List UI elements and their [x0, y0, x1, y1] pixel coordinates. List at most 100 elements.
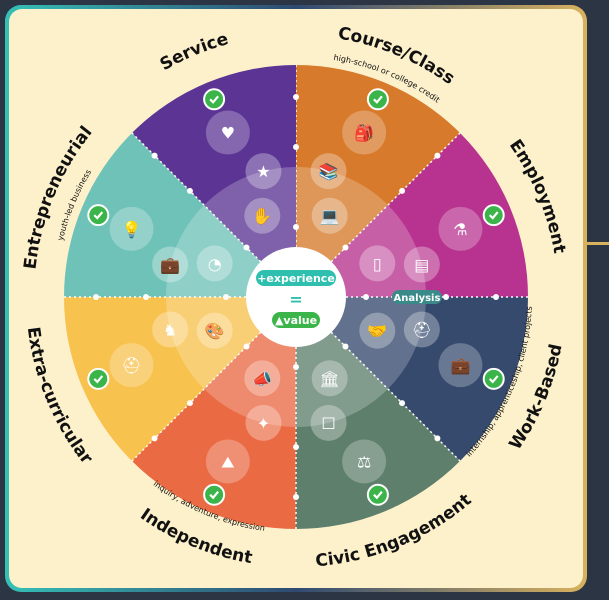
icon-circle: [244, 197, 281, 234]
icon-circle: [311, 197, 348, 234]
arrow-marker: [186, 400, 193, 407]
check-icon: [366, 483, 389, 506]
icon-circle: [359, 312, 396, 349]
segment-label: Service: [157, 29, 231, 75]
arrow-marker: [93, 294, 99, 300]
icon-circle: [152, 311, 189, 348]
arrow-marker: [151, 435, 158, 442]
id-badge-icon: ▯: [373, 254, 382, 273]
chess-icon: ♞: [163, 321, 177, 340]
raised-hand-icon: ✋: [252, 207, 272, 226]
segment-wedge: [296, 132, 528, 297]
segment-wedge: [64, 297, 296, 462]
arrow-marker: [186, 187, 193, 194]
rank-badge-icon: ★: [256, 162, 270, 181]
arrow-marker: [293, 144, 299, 150]
arrow-marker: [493, 294, 499, 300]
paint-palette-icon: 🎨: [205, 322, 225, 341]
mountain-flag-icon: ⛰: [221, 452, 235, 471]
ballot-box-icon: ☐: [321, 414, 335, 433]
divider: [131, 132, 297, 298]
lightbulb-icon: 💡: [122, 220, 142, 239]
megaphone-icon: 📣: [252, 369, 272, 388]
check-icon: [203, 88, 226, 111]
arrow-marker: [434, 435, 441, 442]
icon-circle: [403, 246, 440, 283]
arrow-marker: [243, 343, 250, 350]
arrow-marker: [399, 400, 406, 407]
divider: [131, 296, 297, 462]
icon-circle: [244, 360, 281, 397]
compass-icon: ✦: [257, 414, 270, 433]
government-building-icon: 🏛: [320, 369, 340, 388]
icon-circle: [438, 343, 483, 388]
icon-circle: [403, 311, 440, 348]
arrow-marker: [151, 152, 158, 159]
value-badge: [272, 312, 320, 328]
icon-circle: [109, 343, 154, 388]
divider: [295, 132, 461, 298]
icon-circle: [109, 206, 154, 251]
segment-wedge: [64, 132, 296, 297]
arrow-marker: [223, 294, 229, 300]
check-icon: [203, 483, 226, 506]
arrow-marker: [363, 294, 369, 300]
arrow-marker: [399, 187, 406, 194]
icon-circle: [196, 312, 233, 349]
analysis-badge: [392, 290, 442, 304]
icon-circle: [310, 153, 347, 190]
icon-circle: [359, 245, 396, 282]
cash-register-icon: ▤: [414, 255, 429, 274]
check-mark: [93, 211, 104, 220]
arrow-marker: [143, 294, 149, 300]
icon-circle: [245, 404, 282, 441]
icon-circle: [205, 110, 250, 155]
icon-circle: [196, 245, 233, 282]
computer-icon: 💻: [320, 207, 340, 226]
handshake-icon: 🤝: [367, 322, 387, 341]
check-icon: [87, 204, 110, 227]
arrow-marker: [243, 244, 250, 251]
hard-hat-icon: ⛑: [412, 321, 432, 340]
experience-badge: [256, 270, 336, 286]
helmet-icon: ⛑: [121, 356, 141, 375]
gavel-icon: ⚖: [357, 452, 371, 471]
arrow-marker: [443, 294, 449, 300]
experience-text: +experience: [257, 272, 335, 285]
icon-circle: [311, 360, 348, 397]
segment-wedge: [131, 65, 296, 297]
backpack-icon: 🎒: [354, 124, 374, 143]
check-icon: [87, 367, 110, 390]
check-mark: [373, 95, 383, 104]
check-mark: [373, 491, 383, 500]
check-mark: [209, 491, 219, 500]
pie-chart-icon: ◔: [208, 254, 222, 273]
arrow-marker: [293, 494, 299, 500]
analysis-text: Analysis: [394, 293, 441, 304]
icon-circle: [245, 153, 282, 190]
check-icon: [482, 204, 505, 227]
arrow-marker: [293, 94, 299, 100]
arrow-marker: [293, 224, 299, 230]
check-icon: [482, 367, 505, 390]
icon-circle: [310, 404, 347, 441]
segment-wedge: [131, 297, 296, 529]
arrow-marker: [342, 244, 349, 251]
icon-circle: [342, 110, 387, 155]
check-mark: [488, 375, 499, 384]
briefcase-icon: 💼: [450, 356, 470, 375]
segment-civic-engagement: ⚖☐🏛Civic Engagement: [295, 296, 475, 571]
icon-circle: [438, 206, 483, 251]
arrow-marker: [434, 152, 441, 159]
segment-wedge: [296, 65, 461, 297]
segment-wedge: [296, 297, 461, 529]
value-text: ▲value: [275, 314, 317, 327]
check-icon: [366, 88, 389, 111]
briefcase-money-icon: 💼: [160, 255, 180, 274]
divider: [295, 296, 461, 462]
check-mark: [488, 211, 499, 220]
heart-hand-icon: ♥: [221, 124, 235, 143]
equals-sign: =: [289, 290, 302, 309]
